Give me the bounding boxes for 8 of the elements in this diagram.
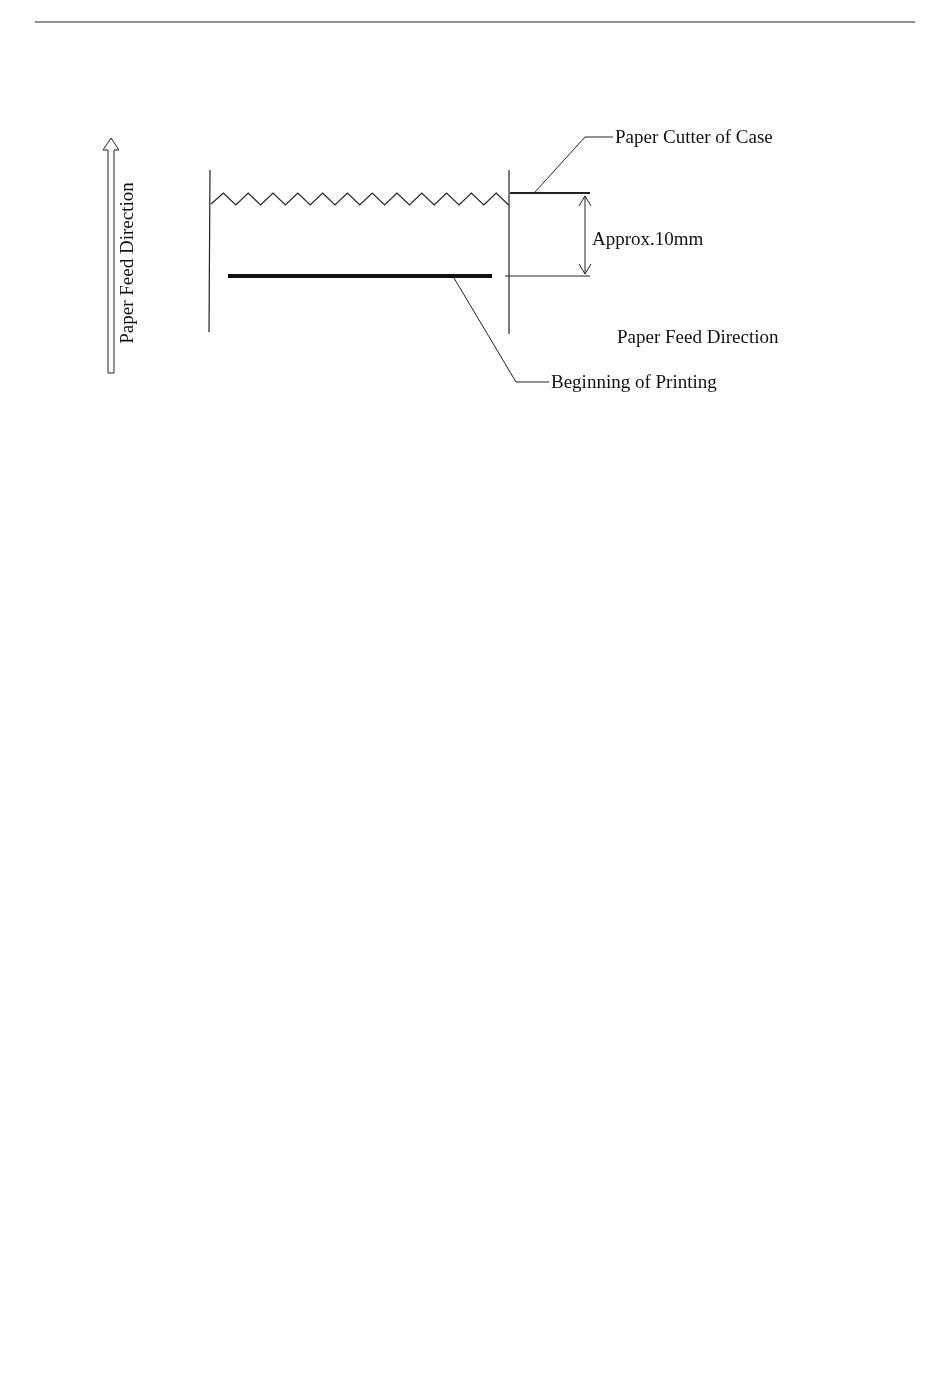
callout-label: Paper Cutter of Case bbox=[615, 126, 773, 148]
dimension-value: Approx.10mm bbox=[592, 228, 704, 250]
cut-line bbox=[510, 192, 590, 194]
direction-label: Paper Feed Direction bbox=[115, 182, 138, 344]
callout-label: Beginning of Printing bbox=[551, 371, 717, 393]
direction-label: Paper Feed Direction bbox=[617, 326, 779, 348]
leader-line bbox=[453, 277, 550, 383]
leader-line bbox=[534, 136, 614, 193]
